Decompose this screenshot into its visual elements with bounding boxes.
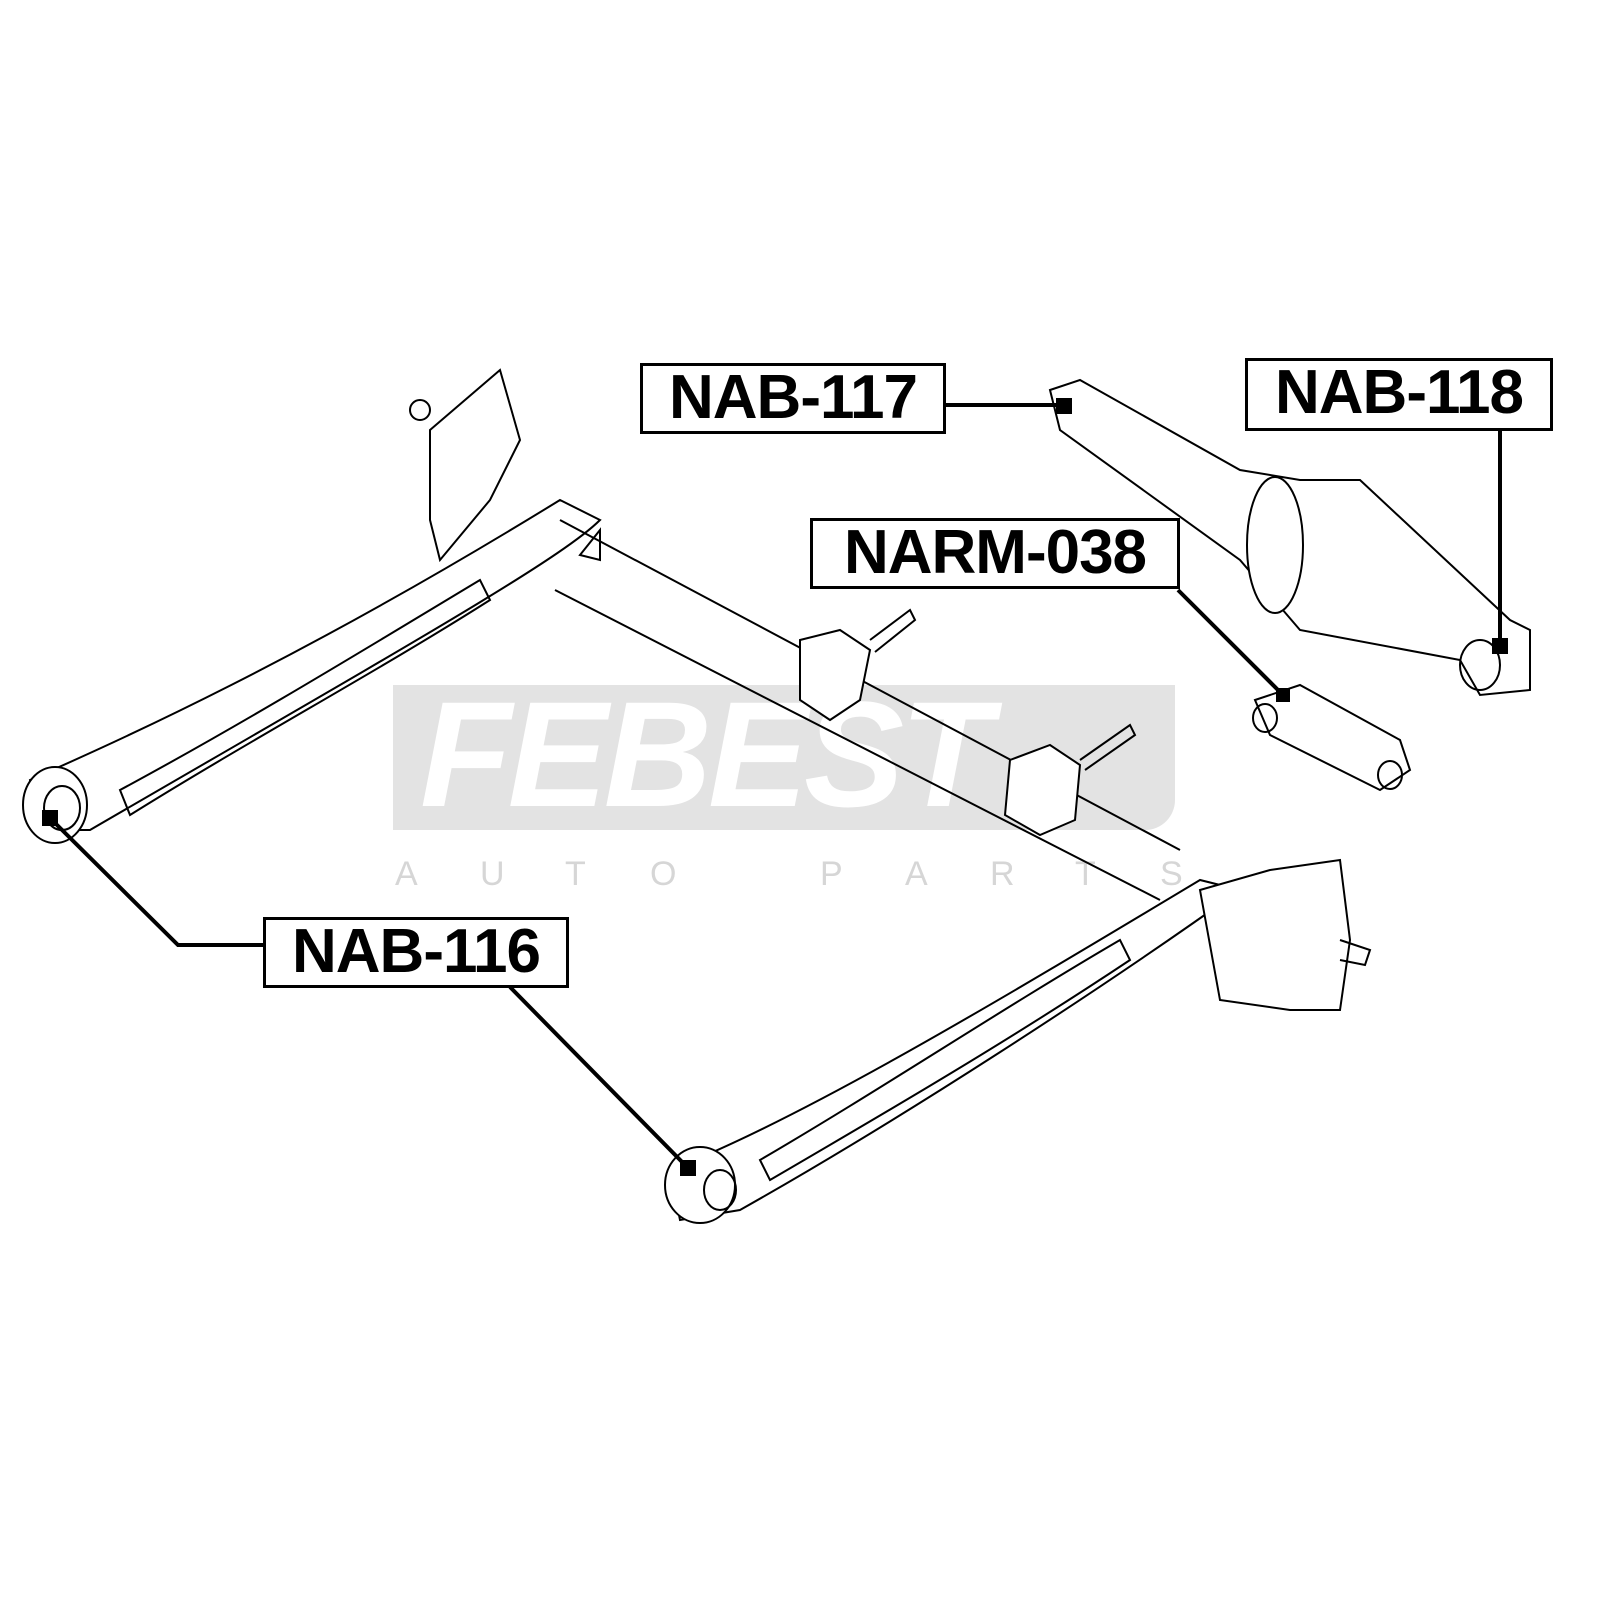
- callout-narm-038: NARM-038: [810, 518, 1180, 589]
- lateral-link: [1253, 683, 1412, 792]
- left-bushing: [22, 766, 88, 844]
- callout-nab-116: NAB-116: [263, 917, 569, 988]
- marker-narm-038: [1276, 688, 1290, 702]
- marker-nab-116-left: [42, 810, 58, 826]
- callout-nab-117: NAB-117: [640, 363, 946, 434]
- leader-nab-116-left: [48, 816, 263, 947]
- leader-nab-116-right: [508, 985, 690, 1170]
- marker-nab-117: [1056, 398, 1072, 414]
- right-trailing-arm: [668, 878, 1243, 1222]
- left-trailing-arm: [28, 498, 602, 831]
- spring-seat-left: [799, 628, 872, 722]
- right-knuckle: [1198, 858, 1352, 1011]
- marker-nab-116-right: [680, 1160, 696, 1176]
- spring-seat-right: [1003, 743, 1082, 837]
- marker-nab-118: [1492, 638, 1508, 654]
- leader-narm-038: [1176, 588, 1284, 696]
- callout-nab-118: NAB-118: [1245, 358, 1553, 431]
- left-knuckle: [429, 368, 522, 563]
- right-bushing: [664, 1146, 736, 1224]
